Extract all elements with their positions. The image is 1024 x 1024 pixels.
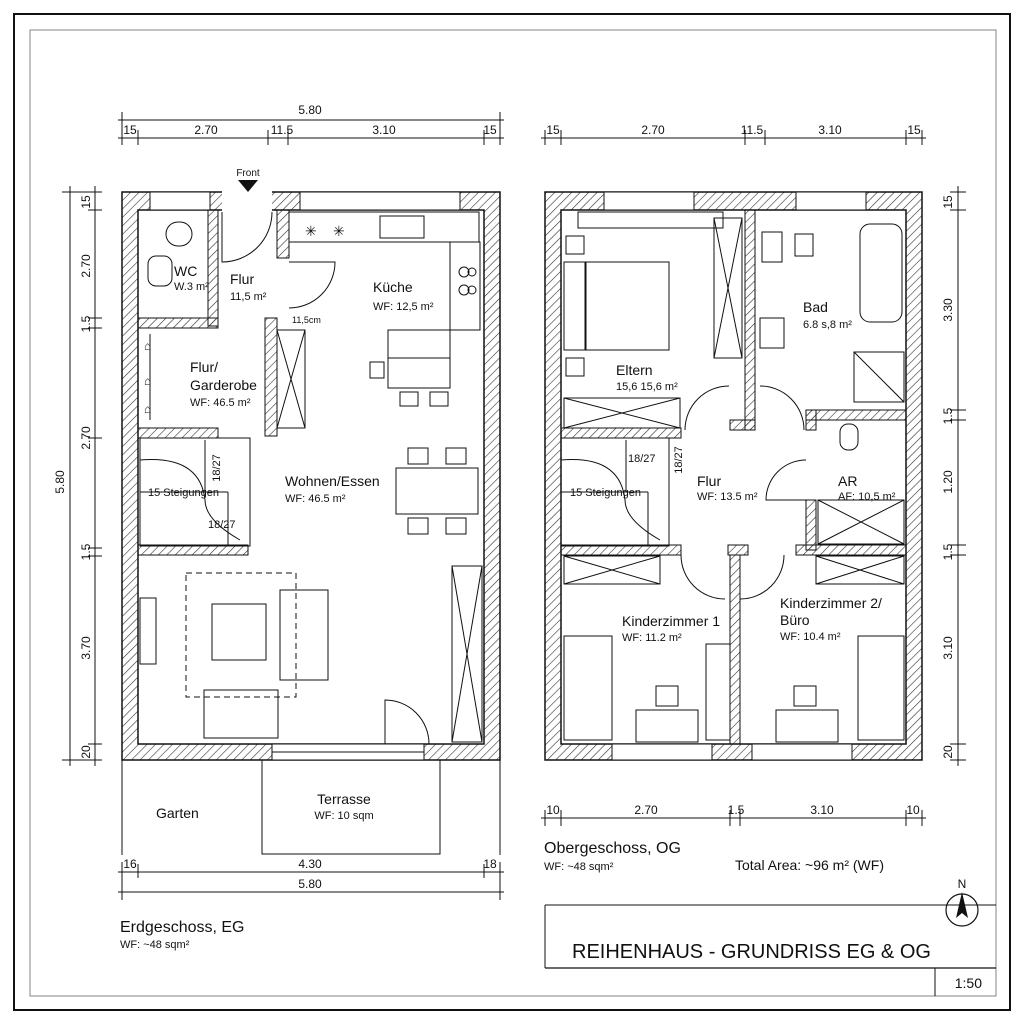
eg-floor-name: Erdgeschoss, EG (120, 919, 245, 936)
drawing-title: REIHENHAUS - GRUNDRISS EG & OG (572, 941, 931, 963)
total-area: Total Area: ~96 m² (WF) (735, 857, 884, 873)
svg-text:⌂: ⌂ (144, 402, 151, 416)
svg-text:✳: ✳ (305, 223, 317, 239)
svg-text:⌂: ⌂ (144, 374, 151, 388)
eg-flur-label: Flur (230, 271, 254, 287)
og-kinder2-label-1: Kinderzimmer 2/ (780, 595, 882, 611)
og-dimensions (541, 130, 966, 826)
eg-dim-bottom-2: 4.30 (298, 857, 322, 871)
eg-plan: ✳ ✳ ⌂ ⌂ ⌂ (121, 180, 501, 855)
og-dim-right-4: 1.20 (941, 470, 955, 494)
og-dim-right-3: 1.5 (941, 407, 955, 424)
eg-garderobe-label-2: Garderobe (190, 377, 257, 393)
eg-dim-top-4: 3.10 (372, 123, 396, 137)
front-arrow-icon (238, 180, 258, 192)
eg-dim-bottom-total: 5.80 (298, 877, 322, 891)
eg-dim-top-3: 11.5 (271, 123, 294, 137)
og-dim-top-1: 15 (546, 123, 560, 137)
og-floor-name: Obergeschoss, OG (544, 840, 681, 857)
eg-floor-area: WF: ~48 sqm² (120, 939, 190, 951)
eg-dim-left-1: 15 (79, 195, 93, 209)
og-bad-label: Bad (803, 299, 828, 315)
eg-dim-bottom-3: 18 (483, 857, 497, 871)
eg-wohnen-area: WF: 46.5 m² (285, 493, 346, 505)
eg-garderobe-area: WF: 46.5 m² (190, 397, 251, 409)
og-dim-right-5: 1.5 (941, 543, 955, 560)
og-stair-a: 18/27 (628, 453, 656, 465)
eg-dim-bottom-1: 16 (123, 857, 137, 871)
eg-terrasse-area: WF: 10 sqm (314, 810, 373, 822)
sheet-border (13, 13, 1011, 1011)
eg-wc-area: W.3 m² (174, 281, 209, 293)
eg-garderobe-label-1: Flur/ (190, 359, 218, 375)
og-floor-area: WF: ~48 sqm² (544, 861, 614, 873)
north-arrow-icon (945, 892, 979, 927)
eg-dim-left-6: 3.70 (79, 636, 93, 660)
og-dim-right-2: 3.30 (941, 298, 955, 322)
eg-dim-total-top: 5.80 (298, 103, 322, 117)
eg-wohnen-label: Wohnen/Essen (285, 473, 380, 489)
eg-stair-count: 15 Steigungen (148, 487, 219, 499)
eg-wc-label: WC (174, 263, 197, 279)
og-dim-bottom-2: 2.70 (634, 803, 658, 817)
og-dim-right-1: 15 (941, 195, 955, 209)
og-kinder2-label-2: Büro (780, 612, 810, 628)
eg-stair-b: 18/27 (208, 519, 236, 531)
og-bad-area: 6.8 s,8 m² (803, 319, 852, 331)
svg-text:⌂: ⌂ (144, 339, 151, 353)
eg-wall-wc (137, 317, 219, 329)
eg-door-note: 11,5cm (292, 315, 321, 325)
eg-kueche-area: WF: 12,5 m² (373, 301, 434, 313)
eg-dim-left-7: 20 (79, 745, 93, 759)
og-kinder1-area: WF: 11.2 m² (622, 632, 682, 644)
eg-kueche-label: Küche (373, 279, 413, 295)
og-dim-bottom-4: 3.10 (810, 803, 834, 817)
og-stair-b: 18/27 (673, 446, 685, 474)
og-kinder1-label: Kinderzimmer 1 (622, 613, 720, 629)
og-eltern-label: Eltern (616, 362, 653, 378)
eg-dim-top-2: 2.70 (194, 123, 218, 137)
og-ar-label: AR (838, 473, 857, 489)
og-dim-top-3: 11.5 (741, 123, 764, 137)
north-label: N (958, 877, 967, 891)
og-dim-top-4: 3.10 (818, 123, 842, 137)
og-stair-count: 15 Steigungen (570, 487, 641, 499)
eg-flur-area: 11,5 m² (230, 291, 267, 303)
eg-garten-label: Garten (156, 805, 199, 821)
og-dim-right-7: 20 (941, 745, 955, 759)
svg-text:✳: ✳ (333, 223, 345, 239)
og-flur-label: Flur (697, 473, 721, 489)
og-dim-right-6: 3.10 (941, 636, 955, 660)
og-dim-bottom-3: 1.5 (728, 803, 745, 817)
eg-dim-left-2: 2.70 (79, 254, 93, 278)
front-label: Front (236, 168, 260, 179)
sheet-inner-border (29, 29, 997, 997)
og-flur-area: WF: 13.5 m² (697, 491, 758, 503)
eg-terrasse-label: Terrasse (317, 791, 371, 807)
og-plan (544, 191, 923, 761)
og-dim-bottom-5: 10 (906, 803, 920, 817)
og-dim-top-2: 2.70 (641, 123, 665, 137)
eg-dim-left-4: 2.70 (79, 426, 93, 450)
og-kinder2-area: WF: 10.4 m² (780, 631, 841, 643)
og-eltern-area: 15,6 15,6 m² (616, 381, 678, 393)
eg-stair-a: 18/27 (211, 454, 223, 482)
eg-dimensions (62, 112, 504, 900)
og-dim-top-5: 15 (907, 123, 921, 137)
eg-dim-top-1: 15 (123, 123, 137, 137)
og-ar-area: AF: 10,5 m² (838, 491, 896, 503)
og-dim-bottom-1: 10 (546, 803, 560, 817)
scale-label: 1:50 (955, 975, 982, 991)
eg-dim-left-5: 1.5 (79, 543, 93, 560)
eg-dim-left-3: 1.5 (79, 315, 93, 332)
eg-dim-top-5: 15 (483, 123, 497, 137)
eg-dim-left-total: 5.80 (53, 470, 67, 494)
